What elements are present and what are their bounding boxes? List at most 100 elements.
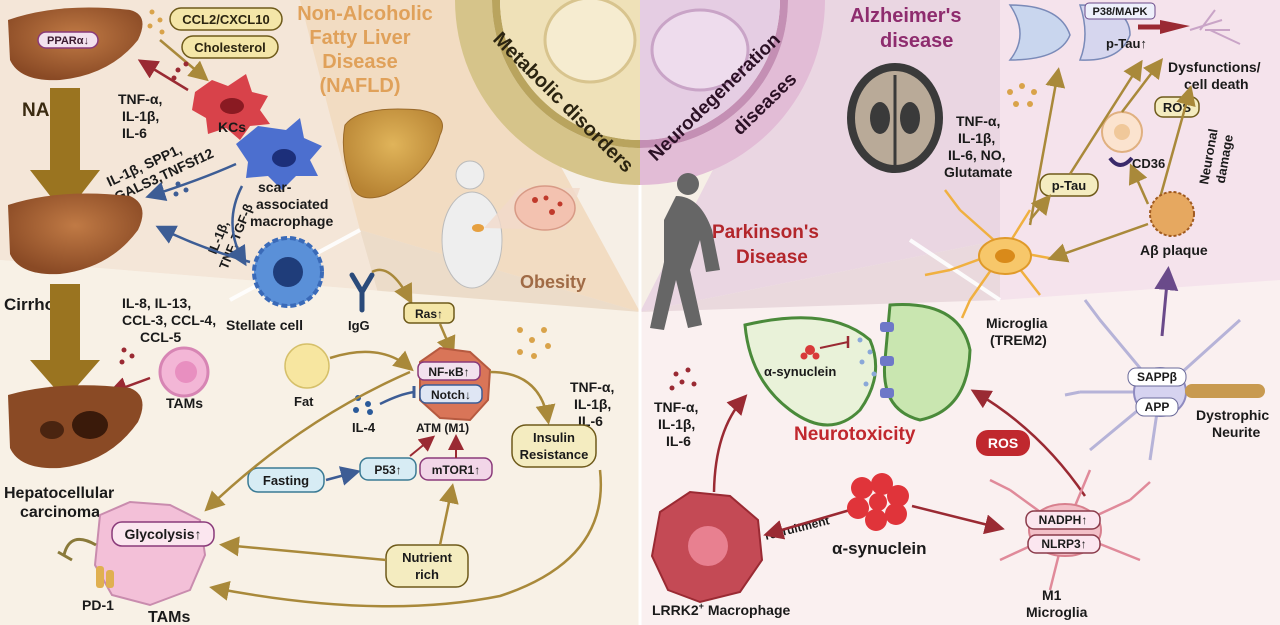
nlrp3-badge: NLRP3↑ [1027, 534, 1101, 554]
p38-label: P38/MAPK [1092, 6, 1147, 18]
obesity-cytokines: TNF-α, IL-1β, IL-6 [570, 379, 614, 429]
arrow-cirrhosis-to-hcc [30, 284, 100, 400]
svg-text:IL-1β,: IL-1β, [574, 396, 611, 412]
obese-body [441, 191, 503, 289]
tams-liver-label: TAMs [166, 395, 203, 411]
microglia-label: Microglia (TREM2) [986, 315, 1048, 348]
nadph-label: NADPH↑ [1039, 513, 1088, 527]
dots-obesity-cyt [517, 327, 551, 359]
arrow-kcs-to-liver [137, 59, 189, 92]
svg-text:TNF-α,: TNF-α, [956, 113, 1000, 129]
adipose-cluster [514, 185, 576, 231]
svg-text:Resistance: Resistance [520, 447, 589, 462]
tams-obesity-label: TAMs [148, 609, 190, 625]
alz-title: Alzheimer's disease [850, 5, 961, 52]
svg-text:associated: associated [256, 196, 328, 212]
fasting-label: Fasting [263, 473, 309, 488]
m1-label: M1 Microglia [1026, 587, 1088, 620]
p38-badge: P38/MAPK [1084, 2, 1156, 20]
fat-cell [284, 343, 330, 389]
sappb-label: SAPPβ [1137, 370, 1177, 384]
pd1-label: PD-1 [82, 597, 114, 613]
svg-text:macrophage: macrophage [250, 213, 333, 229]
pd-title: Parkinson's Disease [712, 222, 819, 268]
ccl2-badge: CCL2/CXCL10 [169, 7, 283, 31]
nafld-title: Non-Alcoholic Fatty Liver Disease (NAFLD… [297, 3, 433, 97]
ppara-label: PPARα↓ [47, 35, 89, 47]
svg-text:IL-6, NO,: IL-6, NO, [948, 147, 1006, 163]
il4-label: IL-4 [352, 420, 376, 435]
svg-text:M1: M1 [1042, 587, 1062, 603]
arrow-stellate-to-cirrhosis [155, 225, 251, 264]
svg-text:(TREM2): (TREM2) [990, 332, 1047, 348]
kc-cyt-1: TNF-α, [118, 91, 162, 107]
nafld-title-3: Disease [322, 51, 398, 73]
asyn-aggregate [847, 473, 909, 531]
dystrophic-label: Dystrophic Neurite [1196, 407, 1269, 440]
ptau-up-label: p-Tau↑ [1106, 36, 1147, 51]
insulin-badge: Insulin Resistance [511, 424, 597, 468]
lrrk2-label: LRRK2+ Macrophage [652, 601, 791, 618]
svg-text:Disease: Disease [736, 247, 808, 268]
svg-text:TNF-α,: TNF-α, [654, 399, 698, 415]
nutrient-badge: Nutrient rich [385, 544, 469, 588]
glycolysis-badge: Glycolysis↑ [111, 521, 215, 547]
alz-cytokines: TNF-α, IL-1β, IL-6, NO, Glutamate [944, 113, 1013, 180]
obesity-panel: Obesity IgG Ras↑ Fat NF-κB↑ Notch↓ ATM (… [57, 160, 614, 625]
svg-text:disease: disease [880, 30, 953, 52]
ptau-badge: p-Tau [1039, 173, 1099, 197]
ros-badge-alz: ROS [1154, 96, 1200, 118]
atm-label: ATM (M1) [416, 421, 469, 435]
ros-pd-label: ROS [988, 435, 1018, 451]
parkinson-panel: Parkinson's Disease α-synuclein TNF-α, I… [650, 173, 1151, 620]
nadph-badge: NADPH↑ [1025, 510, 1101, 530]
arrow-scar-to-stellate [227, 185, 247, 267]
dots-alz-cyt [1007, 83, 1037, 107]
alzheimer-panel: Alzheimer's disease P38/MAPK p-Tau↑ Dysf… [847, 2, 1269, 461]
ras-badge: Ras↑ [403, 302, 455, 324]
hcc-label: Hepatocellular carcinoma [4, 485, 114, 521]
asyn-synapse-label: α-synuclein [764, 364, 836, 379]
nfkb-badge: NF-κB↑ [417, 361, 481, 381]
kc-cyt-3: IL-6 [122, 125, 147, 141]
pd-figure [650, 173, 720, 330]
igg-label: IgG [348, 318, 370, 333]
liver-cirrhosis [8, 193, 143, 275]
ccl2-label: CCL2/CXCL10 [182, 12, 269, 27]
ras-label: Ras↑ [415, 307, 443, 321]
arrow-ccl2-to-kcs [159, 39, 209, 82]
kc-cyt-2: IL-1β, [122, 108, 159, 124]
pd-cytokines: TNF-α, IL-1β, IL-6 [654, 399, 698, 449]
dystrophic-neurite [1064, 299, 1242, 461]
neurotoxicity-label: Neurotoxicity [794, 424, 916, 445]
svg-text:Parkinson's: Parkinson's [712, 222, 819, 243]
dead-neuron [1189, 9, 1241, 45]
ptau-label: p-Tau [1052, 178, 1086, 193]
cd36-label: CD36 [1132, 156, 1165, 171]
svg-text:Nutrient: Nutrient [402, 550, 453, 565]
svg-text:CCL-3, CCL-4,: CCL-3, CCL-4, [122, 312, 216, 328]
svg-text:rich: rich [415, 567, 439, 582]
sector-nafld-wedge [300, 0, 640, 312]
dots-red-kc [171, 61, 189, 81]
app-label: APP [1145, 400, 1170, 414]
nlrp3-label: NLRP3↑ [1041, 537, 1086, 551]
obesity-title: Obesity [520, 272, 586, 292]
svg-text:scar-: scar- [258, 179, 292, 195]
dots-ccl2 [147, 9, 165, 35]
igg-icon [349, 272, 375, 313]
glycolysis-label: Glycolysis↑ [124, 526, 201, 542]
svg-text:IL-8, IL-13,: IL-8, IL-13, [122, 295, 191, 311]
svg-text:Insulin: Insulin [533, 430, 575, 445]
hub-nucleus-right [650, 8, 750, 92]
sappb-badge: SAPPβ [1127, 367, 1187, 387]
kc-cytokines: TNF-α, IL-1β, IL-6 [118, 91, 162, 141]
svg-text:Neurite: Neurite [1212, 424, 1260, 440]
svg-text:IL-1β,: IL-1β, [658, 416, 695, 432]
app-badge: APP [1135, 397, 1179, 417]
nafld-title-1: Non-Alcoholic [297, 3, 433, 25]
dysfunction-label: Dysfunctions/ cell death [1168, 59, 1261, 92]
mtor-label: mTOR1↑ [432, 463, 480, 477]
